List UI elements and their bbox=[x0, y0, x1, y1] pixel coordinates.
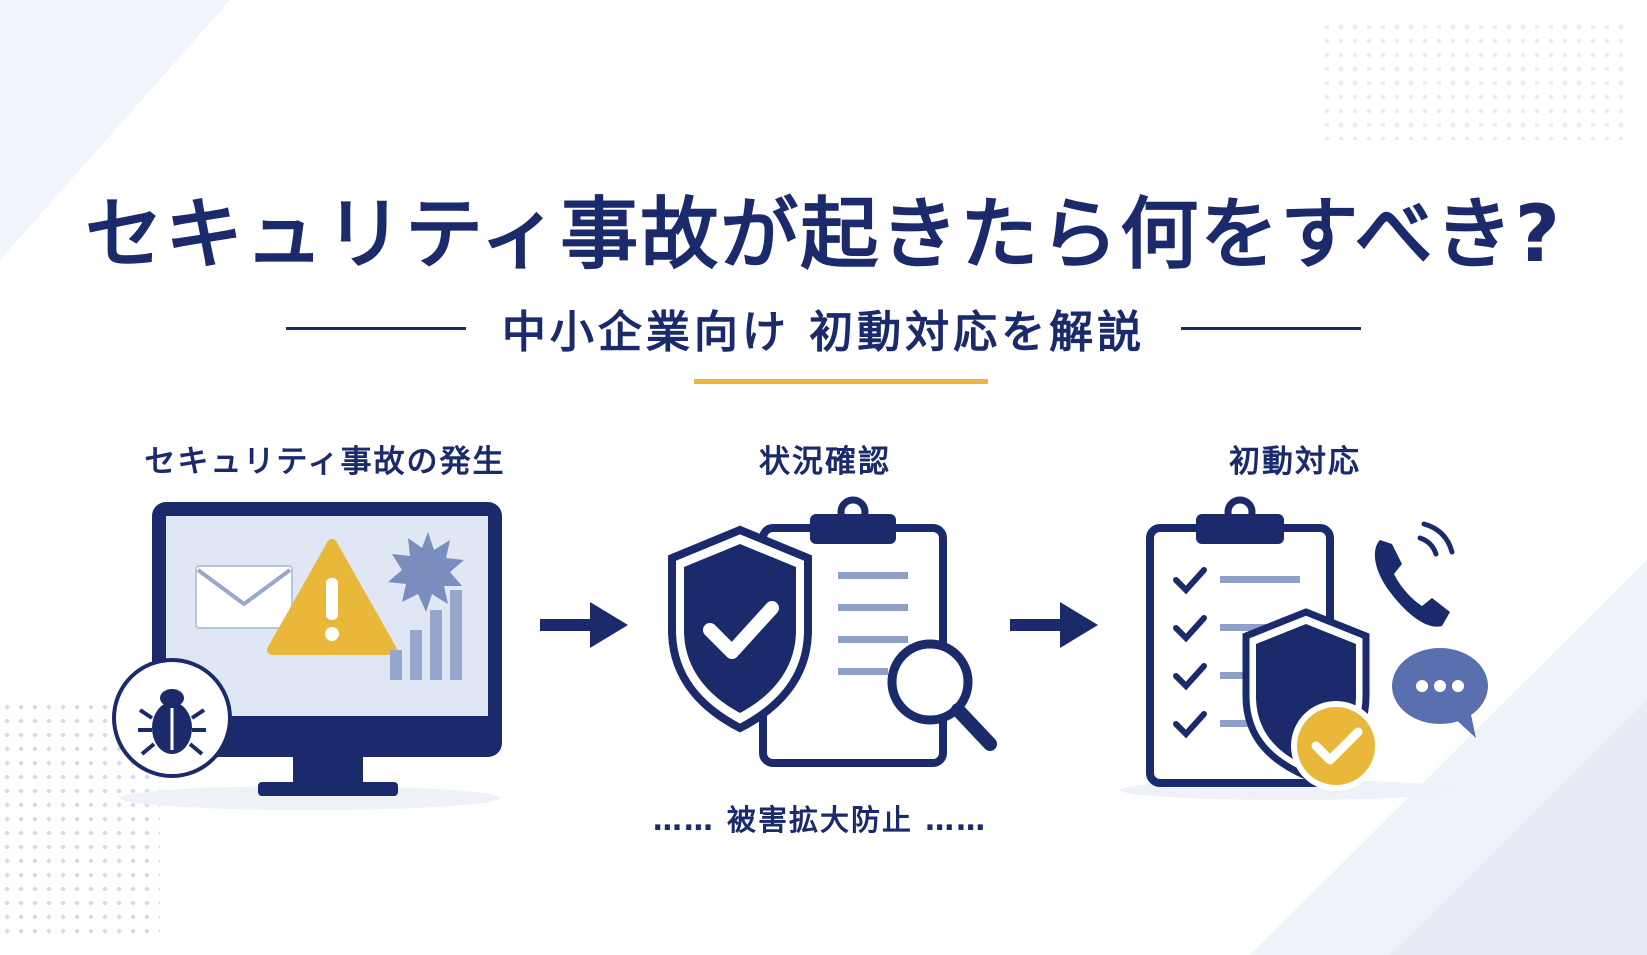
accent-underline bbox=[694, 379, 988, 384]
step2-illustration bbox=[668, 496, 997, 767]
dot-pattern-right bbox=[1320, 20, 1630, 140]
step-label-response: 初動対応 bbox=[1229, 444, 1361, 480]
bar-chart-icon bbox=[390, 590, 462, 680]
shield-check-icon bbox=[668, 525, 812, 733]
subtitle-row: 中小企業向け 初動対応を解説 bbox=[0, 298, 1647, 358]
phone-icon bbox=[1374, 521, 1455, 627]
arrow-right-icon bbox=[1010, 602, 1098, 648]
step1-illustration bbox=[112, 502, 502, 810]
virus-icon bbox=[388, 532, 464, 612]
magnifier-icon bbox=[887, 639, 997, 751]
step3-illustration bbox=[1120, 496, 1488, 800]
page-subtitle: 中小企業向け 初動対応を解説 bbox=[501, 307, 1146, 358]
check-badge-icon bbox=[1291, 701, 1381, 791]
bug-icon bbox=[112, 658, 232, 778]
step-label-check: 状況確認 bbox=[759, 444, 891, 480]
step-label-incident: セキュリティ事故の発生 bbox=[144, 444, 506, 480]
bottom-note: …… 被害拡大防止 …… bbox=[652, 803, 988, 837]
arrow-right-icon bbox=[540, 602, 628, 648]
page-title: セキュリティ事故が起きたら何をすべき? bbox=[84, 190, 1563, 280]
warning-icon bbox=[267, 539, 397, 655]
subtitle-rule-right bbox=[1181, 326, 1362, 330]
envelope-icon bbox=[195, 565, 293, 629]
subtitle-rule-left bbox=[285, 326, 466, 330]
chat-bubble-icon bbox=[1392, 648, 1488, 738]
